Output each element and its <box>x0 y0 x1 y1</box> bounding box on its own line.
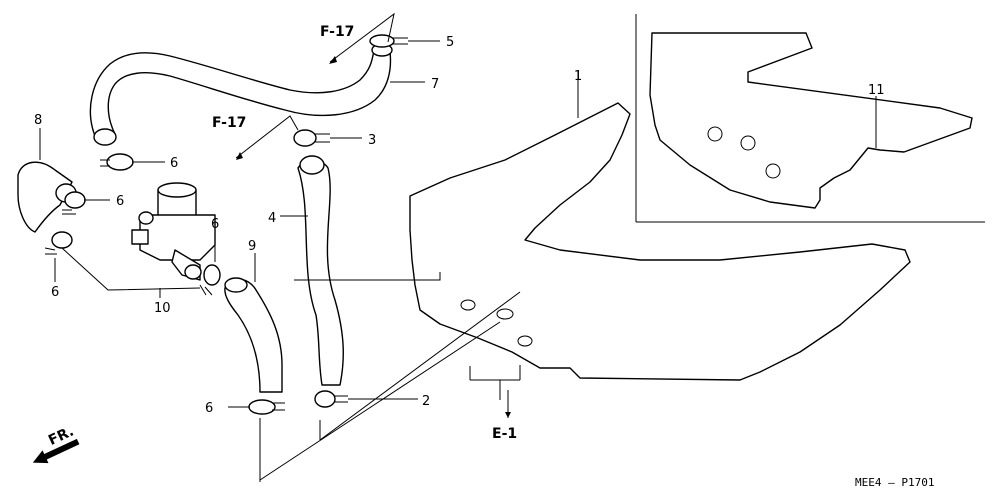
clamp-5 <box>369 34 408 48</box>
clamp-6-a <box>100 153 134 171</box>
callout-6-e: 6 <box>205 401 213 416</box>
callout-7: 7 <box>431 77 439 92</box>
callout-5: 5 <box>446 35 454 50</box>
callout-8: 8 <box>34 113 42 128</box>
part-8-hose <box>17 161 73 233</box>
callout-6-d: 6 <box>51 285 59 300</box>
part-9-hose <box>224 278 283 393</box>
callout-6-c: 6 <box>211 217 219 232</box>
callout-11: 11 <box>868 83 885 98</box>
clamp-3 <box>293 129 330 147</box>
callout-2: 2 <box>422 394 430 409</box>
callout-4: 4 <box>268 211 276 226</box>
front-arrow-icon: FR. <box>32 423 80 464</box>
callout-10: 10 <box>154 301 171 316</box>
callout-9: 9 <box>248 239 256 254</box>
ref-e1: E-1 <box>492 426 517 442</box>
ref-f17-top: F-17 <box>320 24 354 40</box>
inset-box <box>635 14 985 223</box>
callout-6-b: 6 <box>116 194 124 209</box>
diagram-code: MEE4 – P1701 <box>855 476 934 489</box>
part-11-bracket <box>649 32 973 209</box>
part-10-air-valve <box>131 182 216 281</box>
clamp-6-e <box>248 399 285 415</box>
clamp-6-d <box>199 264 221 296</box>
leader-lines <box>39 12 877 482</box>
ref-f17-mid: F-17 <box>212 115 246 131</box>
part-4-hose <box>297 159 344 386</box>
callout-1: 1 <box>574 69 582 84</box>
clamp-6-c <box>44 231 73 255</box>
clamp-2 <box>314 390 348 408</box>
part-1-guard <box>409 102 911 381</box>
callout-6-a: 6 <box>170 156 178 171</box>
callout-3: 3 <box>368 133 376 148</box>
